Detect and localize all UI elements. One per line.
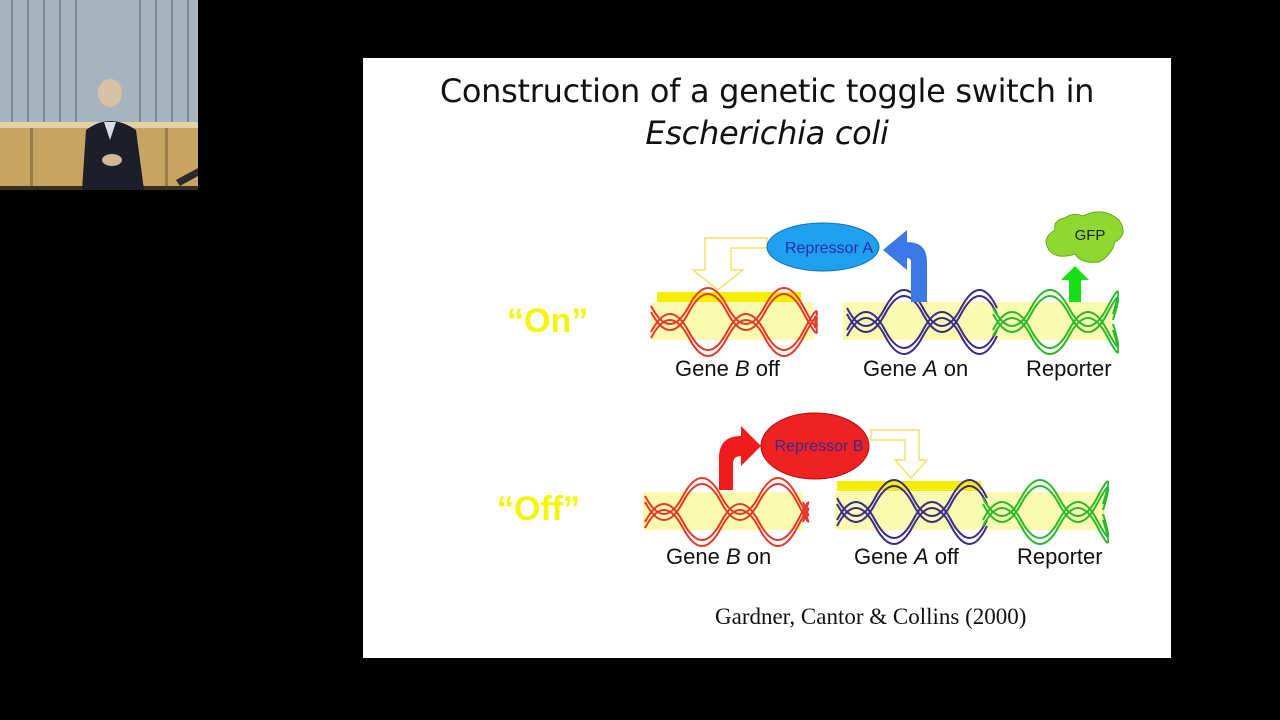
off-state-label: “Off”	[497, 490, 581, 528]
reporter-helix-off	[982, 479, 1110, 545]
speaker-video-thumbnail	[0, 0, 198, 190]
repression-arrow-b-to-a	[870, 429, 929, 480]
gene-a-helix-off	[836, 479, 988, 545]
gene-b-on-label: Gene B on	[666, 544, 772, 569]
reporter-label-on: Reporter	[1026, 356, 1112, 381]
repressor-b-protein	[760, 412, 870, 480]
gene-b-off-label: Gene B off	[675, 356, 780, 381]
operator-bar-gene-a	[837, 481, 981, 491]
gene-a-off-label: Gene A off	[854, 544, 959, 569]
repressor-a-label: Repressor A	[785, 240, 873, 257]
gene-a-helix-on	[846, 289, 998, 355]
gfp-protein	[1045, 211, 1124, 263]
repressor-a-protein	[766, 222, 880, 272]
on-state-label: “On”	[507, 302, 589, 340]
repressor-b-label: Repressor B	[775, 438, 864, 455]
slide-title-line2: Escherichia coli	[645, 114, 889, 152]
slide-title-line1: Construction of a genetic toggle switch …	[439, 72, 1095, 110]
reporter-label-off: Reporter	[1017, 544, 1103, 569]
repression-arrow-a-to-b	[690, 237, 768, 291]
reporter-helix-on	[992, 289, 1120, 355]
toggle-switch-diagram: Repressor A GFP Repressor B	[643, 211, 1124, 547]
slide-title: Construction of a genetic toggle switch …	[363, 70, 1171, 154]
gfp-label: GFP	[1075, 227, 1106, 244]
expression-arrow-gene-b	[719, 426, 761, 490]
gene-a-on-label: Gene A on	[863, 356, 969, 381]
citation: Gardner, Cantor & Collins (2000)	[715, 604, 1027, 629]
expression-arrow-gene-a	[883, 230, 927, 302]
presentation-slide: Construction of a genetic toggle switch …	[363, 58, 1171, 658]
gene-b-helix-on	[650, 287, 818, 357]
gene-b-helix-off	[644, 477, 810, 547]
operator-bar-gene-b	[657, 292, 801, 302]
expression-arrow-reporter	[1061, 266, 1089, 302]
